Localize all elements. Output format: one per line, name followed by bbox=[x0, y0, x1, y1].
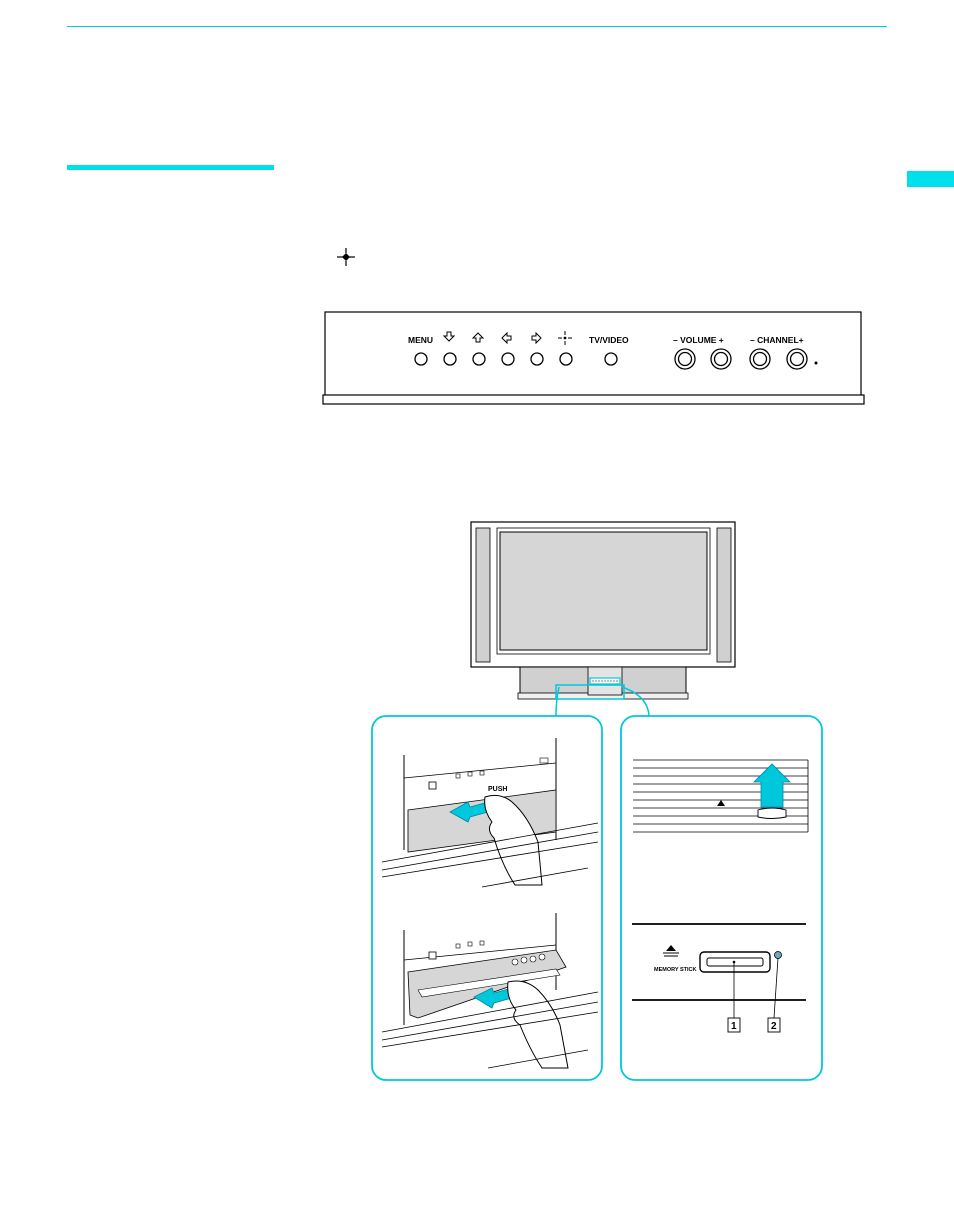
tv-video-button[interactable] bbox=[605, 353, 617, 365]
menu-button[interactable] bbox=[415, 353, 427, 365]
callout-1: 1 bbox=[731, 1021, 737, 1032]
channel-indicator-dot bbox=[815, 362, 818, 365]
down-button[interactable] bbox=[444, 353, 456, 365]
volume-minus-button[interactable] bbox=[675, 349, 695, 369]
channel-minus-button[interactable] bbox=[750, 349, 770, 369]
joystick-center-icon bbox=[336, 248, 356, 266]
front-control-panel: MENU TV/VIDEO – VOLUME + – CHANNEL+ bbox=[320, 310, 868, 408]
left-button[interactable] bbox=[502, 353, 514, 365]
right-button[interactable] bbox=[531, 353, 543, 365]
access-lamp bbox=[775, 952, 782, 959]
section-heading-bar bbox=[67, 165, 274, 170]
channel-plus-button[interactable] bbox=[787, 349, 807, 369]
up-button[interactable] bbox=[473, 353, 485, 365]
memory-stick-label: MEMORY STICK bbox=[654, 967, 697, 973]
callout-2: 2 bbox=[771, 1021, 777, 1032]
volume-label: – VOLUME + bbox=[673, 335, 724, 345]
select-button[interactable] bbox=[560, 353, 572, 365]
menu-label: MENU bbox=[408, 335, 433, 345]
chapter-tab bbox=[907, 171, 954, 187]
channel-label: – CHANNEL+ bbox=[750, 335, 804, 345]
tv-illustration: PUSH MEMORY STICK bbox=[370, 520, 825, 1083]
push-label: PUSH bbox=[488, 786, 507, 793]
volume-plus-button[interactable] bbox=[711, 349, 731, 369]
header-rule bbox=[67, 26, 887, 27]
tv-video-label: TV/VIDEO bbox=[589, 335, 629, 345]
